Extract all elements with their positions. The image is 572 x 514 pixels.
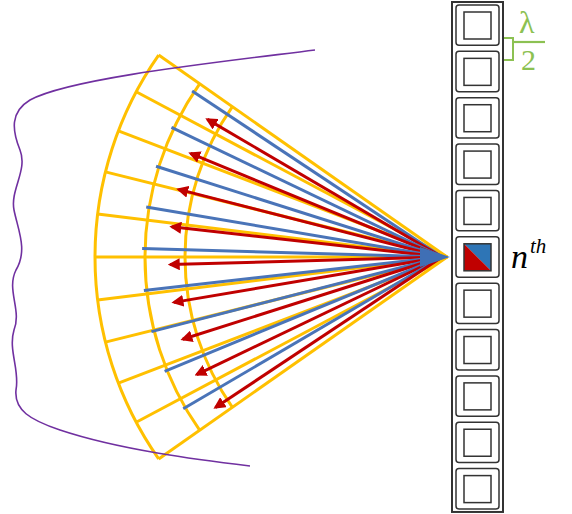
array-element [464,151,491,178]
blue-wave-line [151,257,442,332]
array-element [464,476,491,503]
fraction-bar [513,41,545,43]
array-cell [456,51,499,91]
blue-wave-line [183,257,442,409]
grid-ray [136,257,447,422]
array-cell [456,190,499,230]
element-red-half [464,244,491,271]
array-element [464,197,491,224]
array-element [464,290,491,317]
array-element [464,383,491,410]
array-frame [452,2,503,512]
blue-wave-line [142,249,442,257]
denominator: 2 [521,45,536,75]
source-arrowhead [420,247,450,267]
red-wave-arrow [183,257,442,339]
array-element [464,58,491,85]
blue-wave-line [165,257,442,371]
wave-arrows [142,91,442,409]
wavelength-symbol: λ [519,6,535,38]
array-cell [456,330,499,370]
polar-grid [95,55,447,459]
grid-ray [136,92,447,257]
array-element [464,12,491,39]
array-element [464,429,491,456]
array-element [464,337,491,364]
grid-ray [159,257,447,459]
array-cell [456,376,499,416]
nth-element [464,244,491,271]
array-cell [456,237,499,277]
array-cell [456,5,499,45]
grid-ray [105,257,447,342]
array-cell [456,144,499,184]
array-cell [456,98,499,138]
array-cell [456,469,499,509]
blue-wave-line [156,166,442,257]
red-wave-arrow [215,257,442,408]
antenna-array [452,2,503,512]
red-wave-arrow [197,257,442,375]
radiation-pattern [12,50,315,466]
element-blue-half [464,244,491,271]
spacing-bracket [504,38,513,60]
red-wave-arrow [179,189,442,257]
blue-wave-line [171,127,442,257]
element-index: n [511,240,528,274]
grid-ray [105,172,447,257]
ordinal-suffix: th [530,236,546,257]
array-cell [456,422,499,462]
array-element [464,105,491,132]
array-cell [456,283,499,323]
